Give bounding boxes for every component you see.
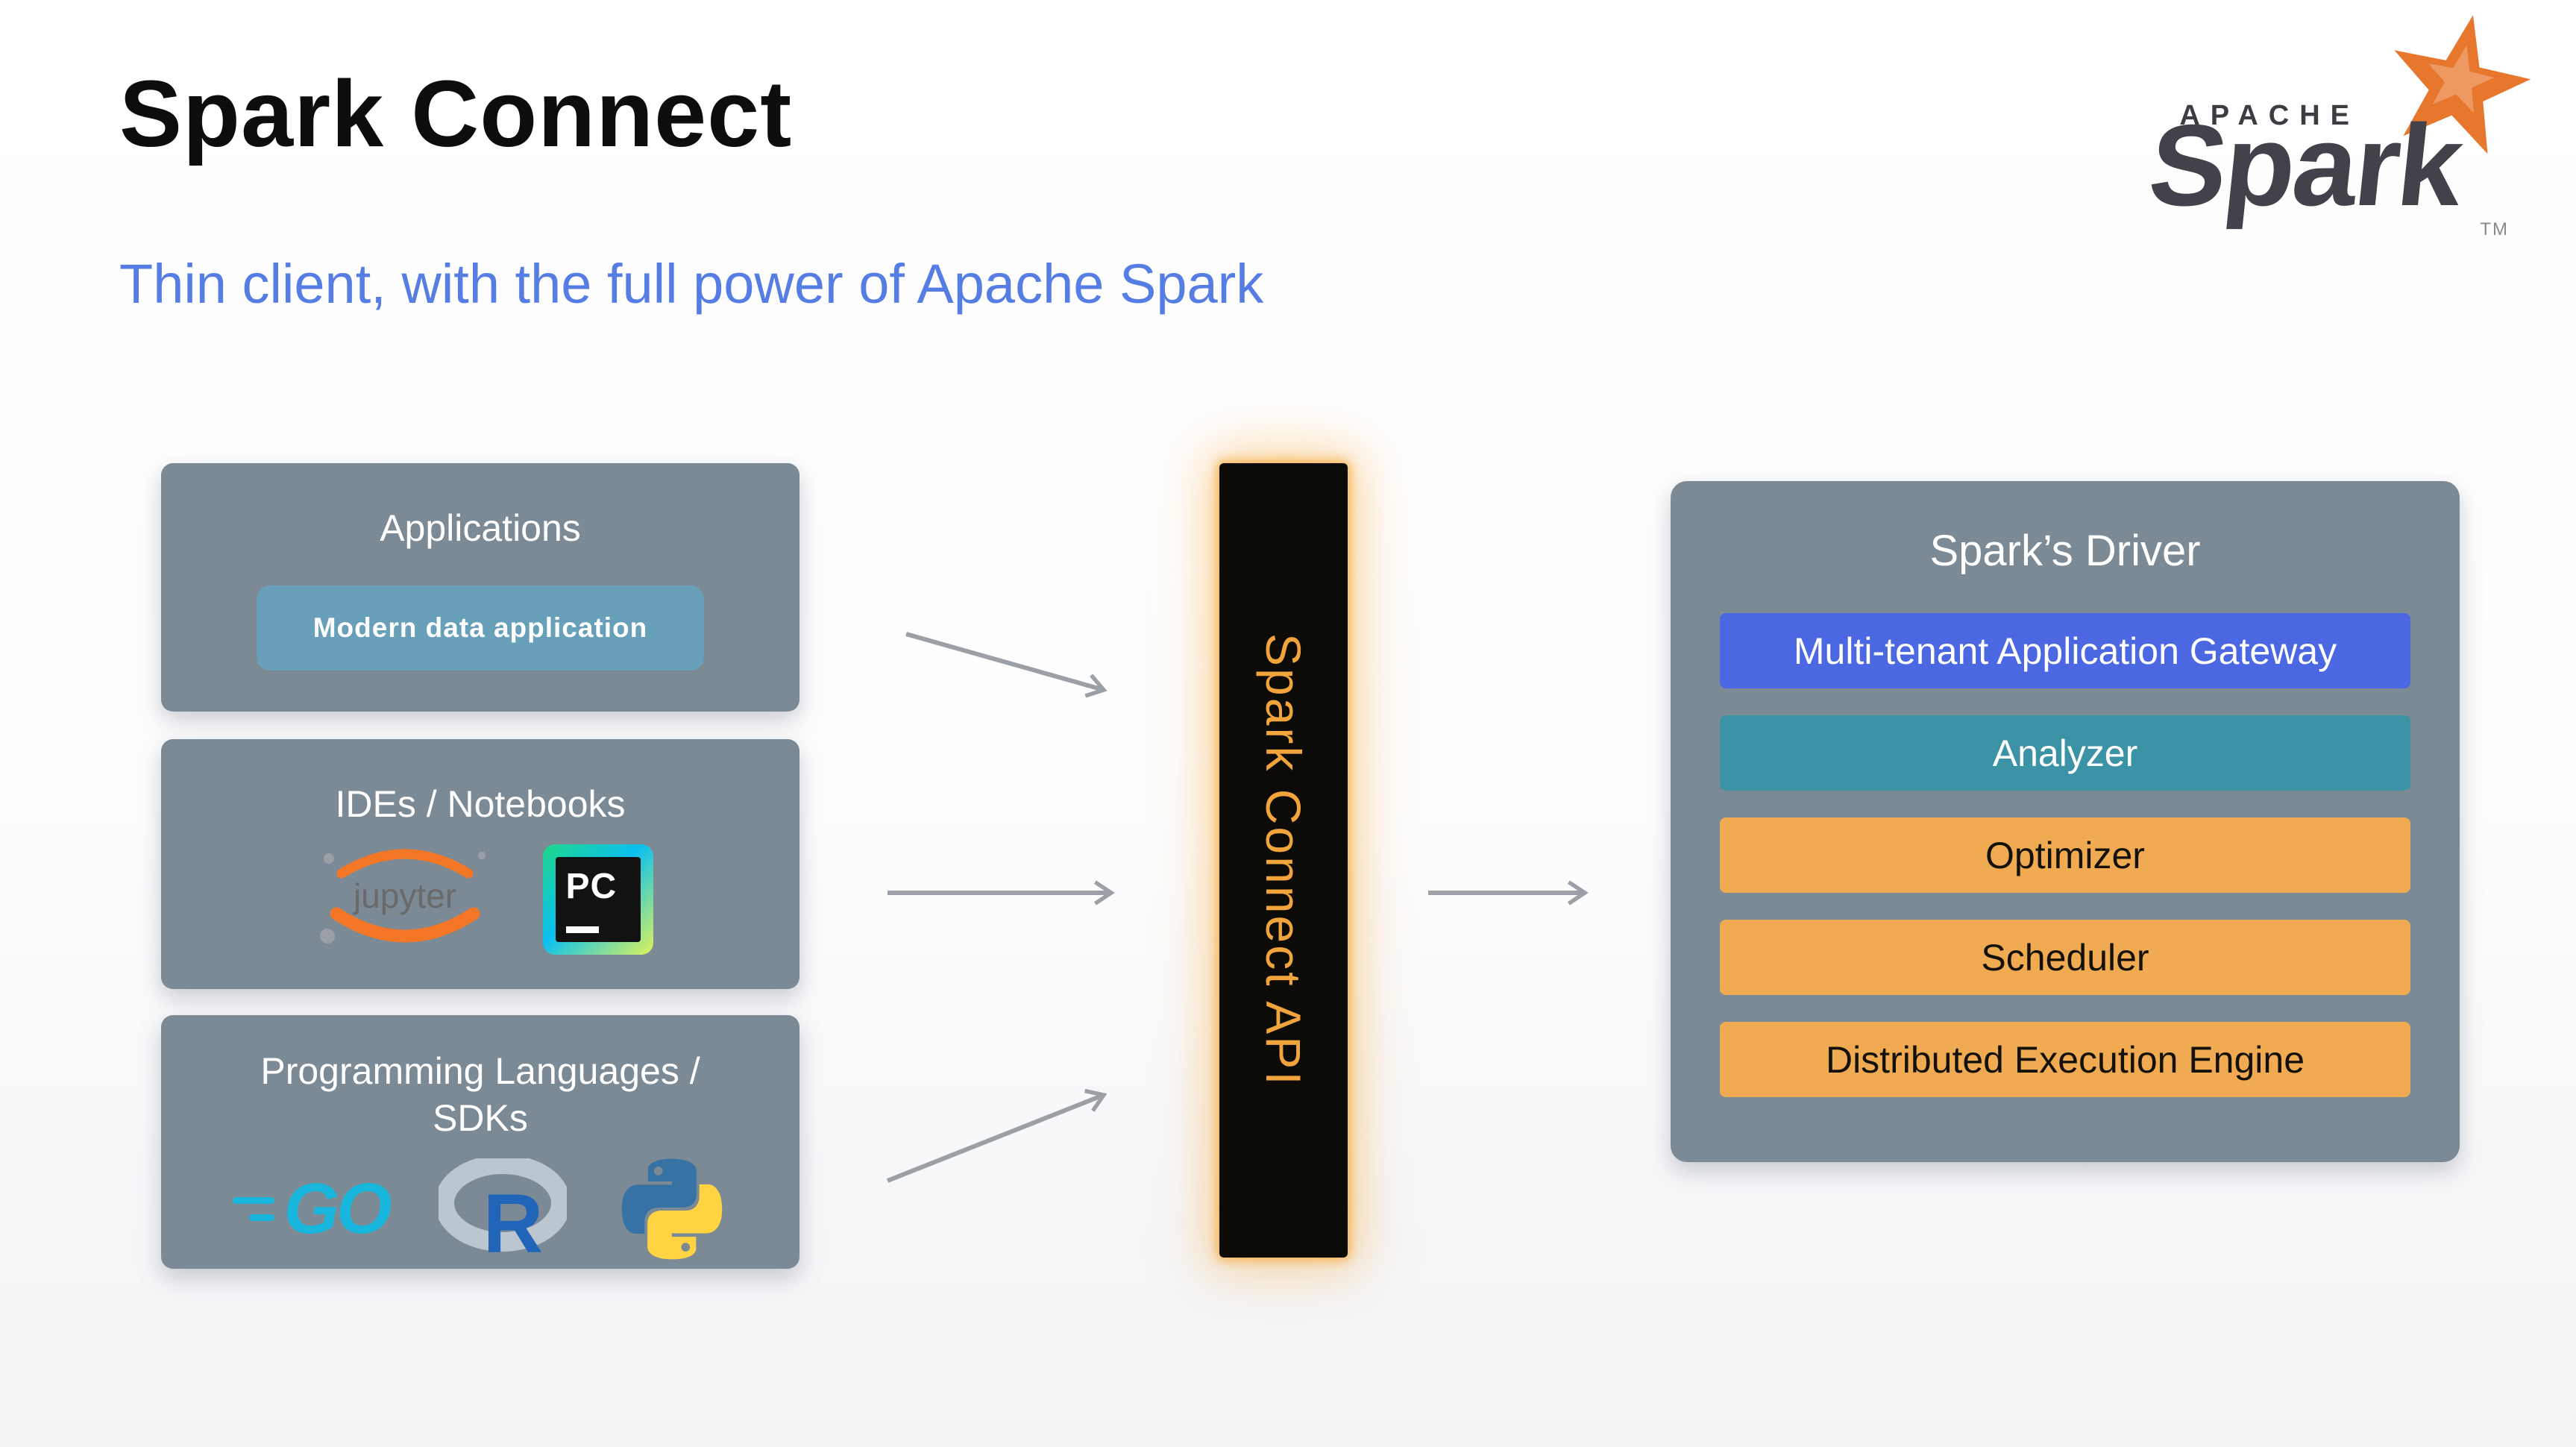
python-logo-icon: [621, 1158, 722, 1260]
apache-spark-logo: APACHE Spark TM: [2076, 15, 2539, 251]
r-label: R: [483, 1177, 543, 1260]
driver-bar-scheduler: Scheduler: [1720, 920, 2410, 995]
spark-wordmark: Spark: [2143, 101, 2468, 230]
pycharm-logo-inner: PC: [555, 856, 641, 942]
arrow-languages-to-api: [886, 1088, 1108, 1183]
jupyter-logo-icon: jupyter: [319, 849, 486, 944]
panel-spark-driver: Spark’s Driver Multi-tenant Application …: [1671, 481, 2460, 1162]
pycharm-underscore: [565, 926, 599, 933]
panel-programming-languages: Programming Languages / SDKs GO R: [161, 1015, 799, 1269]
spark-connect-api-bar: Spark Connect API: [1219, 463, 1348, 1258]
go-logo-icon: GO: [233, 1169, 392, 1249]
driver-bars: Multi-tenant Application Gateway Analyze…: [1720, 613, 2410, 1097]
panel-ides-title: IDEs / Notebooks: [335, 783, 626, 825]
go-label: GO: [283, 1169, 392, 1249]
jupyter-label: jupyter: [351, 876, 456, 915]
panel-applications-title: Applications: [380, 507, 581, 549]
ide-logos-row: jupyter PC: [161, 830, 799, 968]
subtitle: Thin client, with the full power of Apac…: [119, 253, 1264, 315]
page-title: Spark Connect: [119, 61, 793, 166]
spark-connect-api-label: Spark Connect API: [1256, 633, 1311, 1087]
panel-languages-title: Programming Languages / SDKs: [260, 1050, 700, 1139]
trademark-label: TM: [2480, 219, 2509, 239]
panel-applications: Applications Modern data application: [161, 463, 799, 712]
spark-star-icon: [2394, 15, 2531, 154]
go-speed-lines: [233, 1197, 275, 1221]
driver-bar-gateway: Multi-tenant Application Gateway: [1720, 613, 2410, 688]
panel-ides-notebooks: IDEs / Notebooks jupyter PC: [161, 739, 799, 989]
pycharm-label: PC: [565, 866, 618, 906]
apache-wordmark: APACHE: [2179, 100, 2360, 131]
driver-bar-analyzer: Analyzer: [1720, 715, 2410, 791]
driver-bar-execution-engine: Distributed Execution Engine: [1720, 1022, 2410, 1097]
pycharm-logo-icon: PC: [542, 844, 653, 955]
language-logos-row: GO R: [161, 1153, 799, 1265]
spark-driver-title: Spark’s Driver: [1929, 527, 2201, 575]
r-logo-icon: R: [438, 1158, 567, 1260]
arrow-applications-to-api: [905, 632, 1108, 698]
driver-bar-optimizer: Optimizer: [1720, 817, 2410, 893]
modern-data-application-chip: Modern data application: [257, 586, 704, 671]
